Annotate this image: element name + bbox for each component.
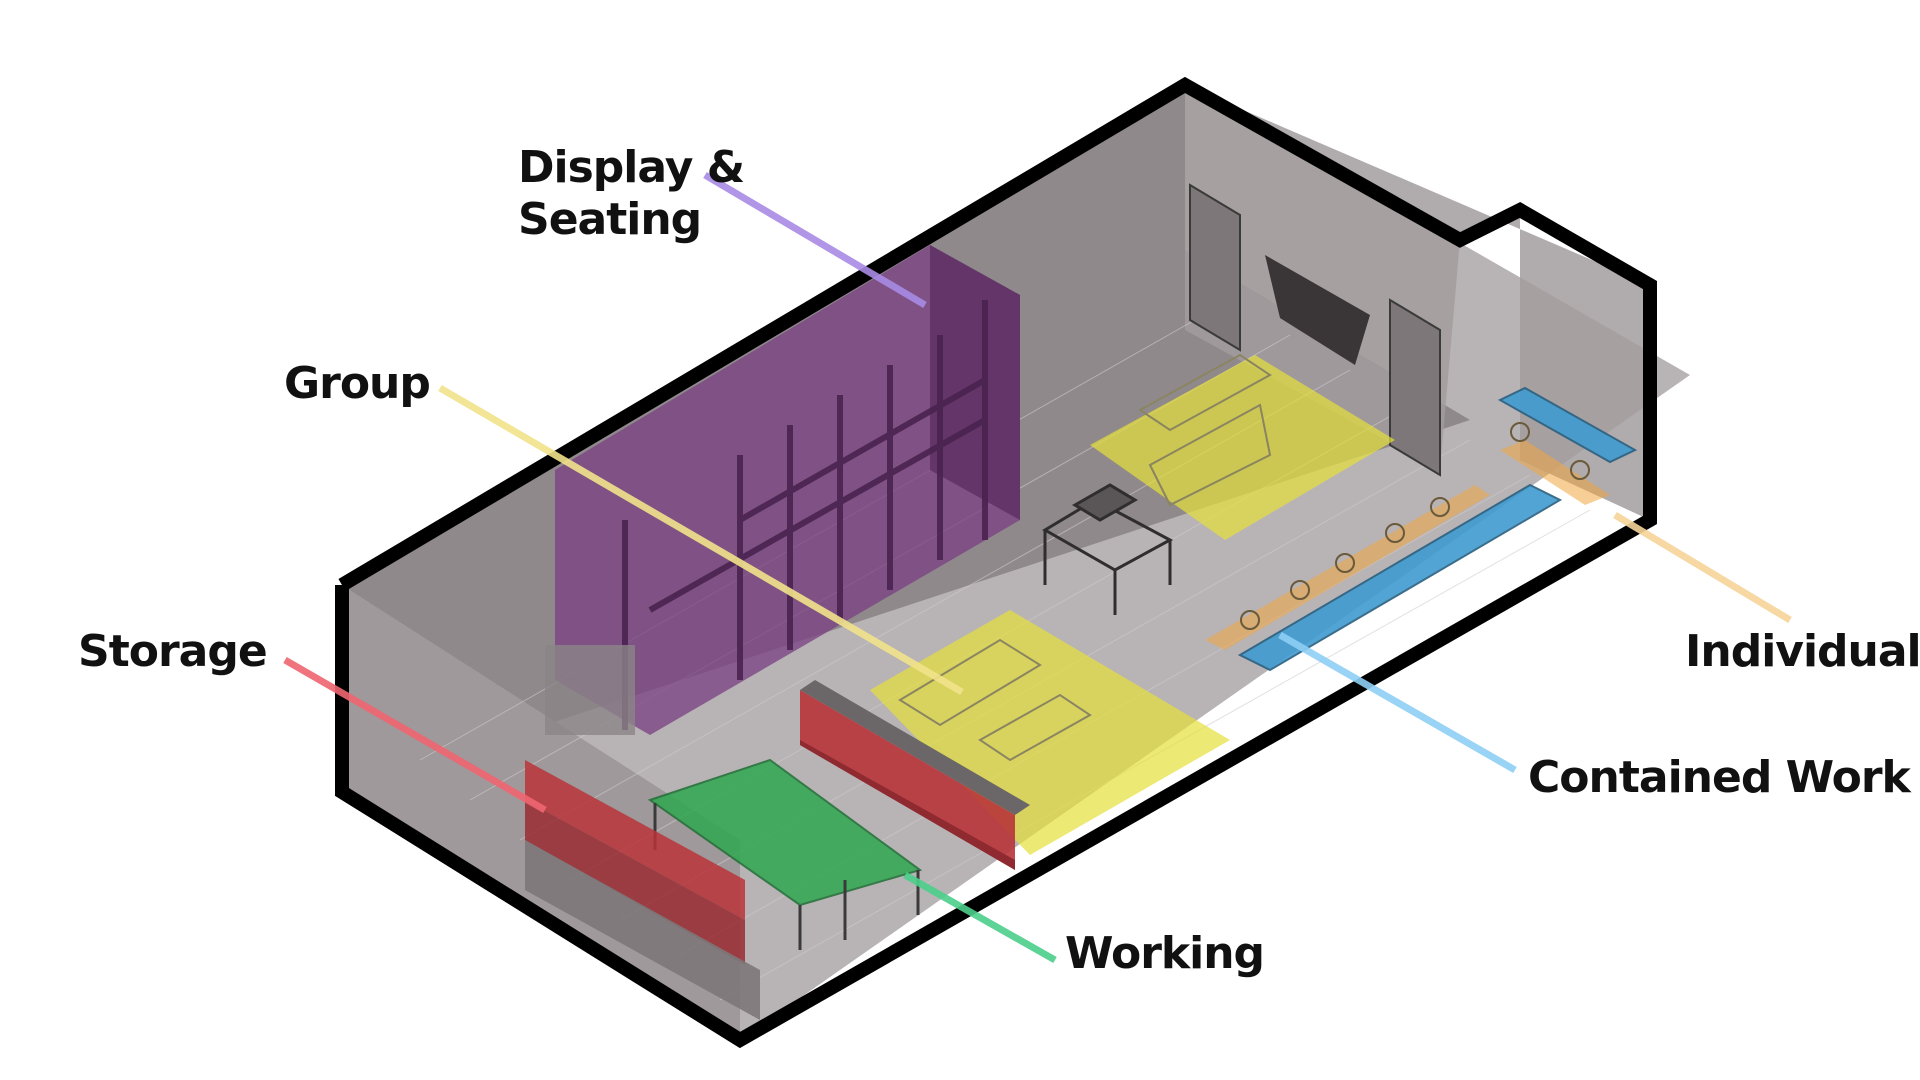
label-working: Working bbox=[1065, 928, 1265, 980]
working-table bbox=[647, 758, 923, 907]
display-seating-volume bbox=[545, 245, 1020, 735]
label-storage-text: Storage bbox=[78, 626, 268, 677]
storage-shelves-left bbox=[525, 760, 760, 1020]
leader-contained-work bbox=[1278, 631, 1517, 774]
stools bbox=[1240, 422, 1590, 630]
group-rug-back bbox=[1090, 355, 1395, 540]
door-right bbox=[1389, 298, 1441, 477]
leader-storage bbox=[283, 656, 547, 814]
individual-counter bbox=[1497, 386, 1638, 464]
label-contained-work-text: Contained Work bbox=[1528, 752, 1911, 803]
storage-cubby bbox=[800, 680, 1030, 870]
contained-work-table bbox=[1237, 483, 1563, 672]
label-display-seating: Display & Seating bbox=[518, 142, 745, 246]
label-display-seating-line2: Seating bbox=[518, 193, 702, 245]
individual-stools-area bbox=[1500, 440, 1610, 505]
label-working-text: Working bbox=[1065, 928, 1265, 979]
label-individual: Individual bbox=[1685, 626, 1920, 678]
leader-individual bbox=[1613, 511, 1792, 624]
label-display-seating-line1: Display & bbox=[518, 142, 745, 193]
label-group-text: Group bbox=[284, 358, 431, 409]
group-rug-front bbox=[870, 610, 1230, 855]
label-storage: Storage bbox=[78, 626, 268, 678]
wall-screen bbox=[1265, 255, 1370, 365]
leader-working bbox=[903, 871, 1057, 964]
label-group: Group bbox=[284, 358, 431, 410]
leader-display-seating bbox=[703, 171, 927, 309]
label-contained-work: Contained Work bbox=[1528, 752, 1911, 804]
label-individual-text: Individual bbox=[1685, 626, 1920, 677]
individual-seating-area bbox=[1205, 485, 1490, 650]
door-left bbox=[1189, 183, 1241, 352]
room-outline bbox=[335, 76, 1657, 1049]
center-tables bbox=[1042, 483, 1174, 615]
group-furniture bbox=[898, 353, 1272, 762]
leader-group bbox=[438, 384, 964, 696]
